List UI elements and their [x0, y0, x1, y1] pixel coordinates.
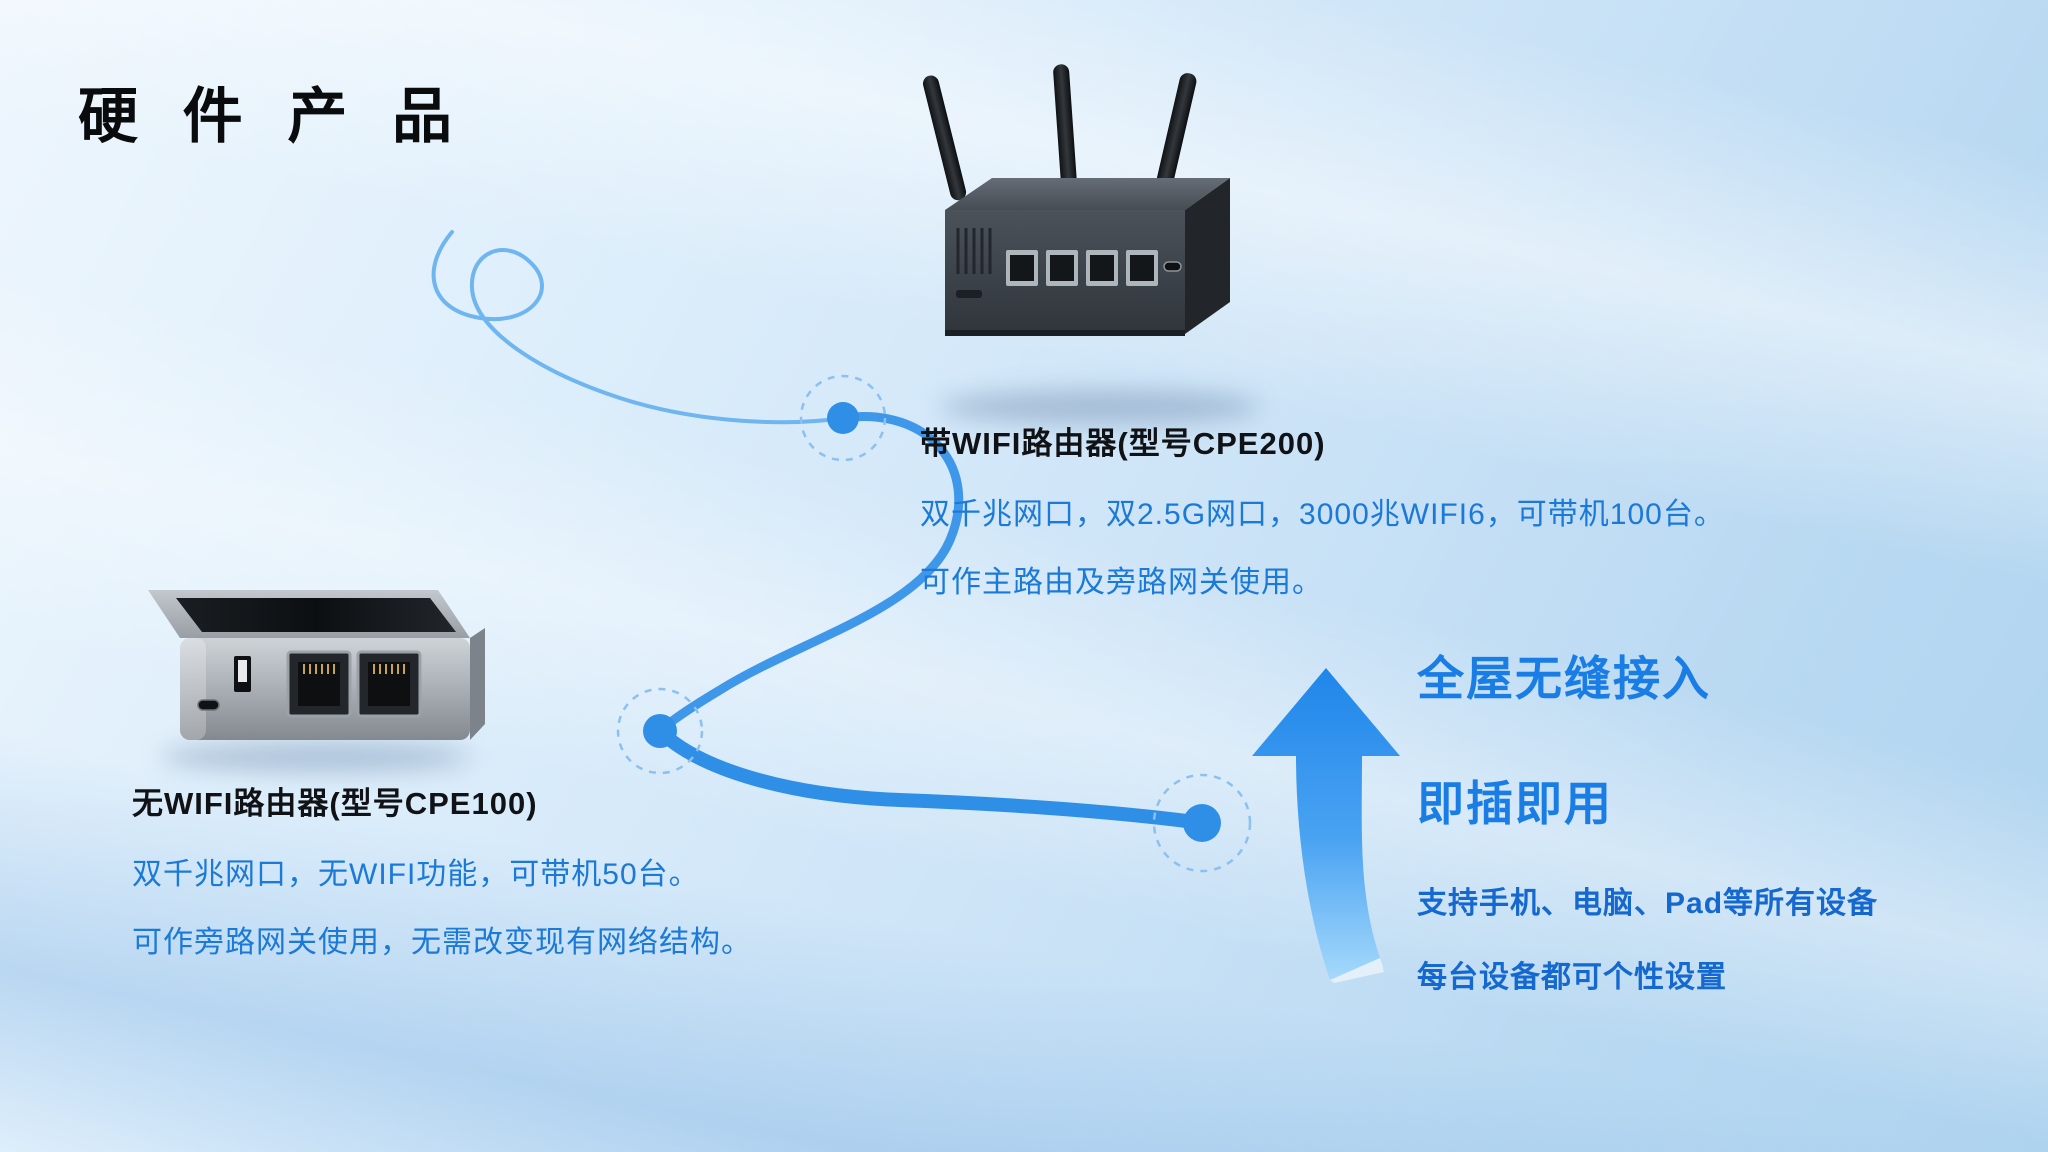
benefits-block: 全屋无缝接入 即插即用 支持手机、电脑、Pad等所有设备 每台设备都可个性设置 — [1417, 640, 1878, 1026]
flow-curve-segment-mid — [655, 412, 964, 736]
cpe200-name: 带WIFI路由器(型号CPE200) — [920, 426, 1326, 461]
benefit-headline-2: 即插即用 — [1417, 777, 1613, 830]
cpe200-line2: 可作主路由及旁路网关使用。 — [920, 566, 1323, 599]
up-arrow-icon — [1248, 668, 1408, 988]
page-title: 硬 件 产 品 — [78, 83, 467, 150]
connector-dot — [799, 374, 887, 462]
cpe100-line1: 双千兆网口，无WIFI功能，可带机50台。 — [132, 858, 700, 891]
connector-dot — [1152, 773, 1252, 873]
connector-dot — [616, 687, 704, 775]
cpe200-line1: 双千兆网口，双2.5G网口，3000兆WIFI6，可带机100台。 — [920, 498, 1725, 531]
cpe200-info: 带WIFI路由器(型号CPE200) 双千兆网口，双2.5G网口，3000兆WI… — [920, 418, 1725, 625]
cpe100-name: 无WIFI路由器(型号CPE100) — [132, 786, 538, 821]
cpe100-router-image — [140, 528, 485, 768]
benefit-line-2: 每台设备都可个性设置 — [1417, 961, 1727, 994]
flow-curve-segment-thin — [431, 230, 845, 425]
cpe100-info: 无WIFI路由器(型号CPE100) 双千兆网口，无WIFI功能，可带机50台。… — [132, 778, 752, 985]
cpe200-router-image — [900, 62, 1270, 407]
benefit-headline-1: 全屋无缝接入 — [1417, 652, 1711, 705]
benefit-line-1: 支持手机、电脑、Pad等所有设备 — [1417, 887, 1879, 920]
cpe100-line2: 可作旁路网关使用，无需改变现有网络结构。 — [132, 926, 752, 959]
cpe100-shadow — [160, 742, 470, 772]
